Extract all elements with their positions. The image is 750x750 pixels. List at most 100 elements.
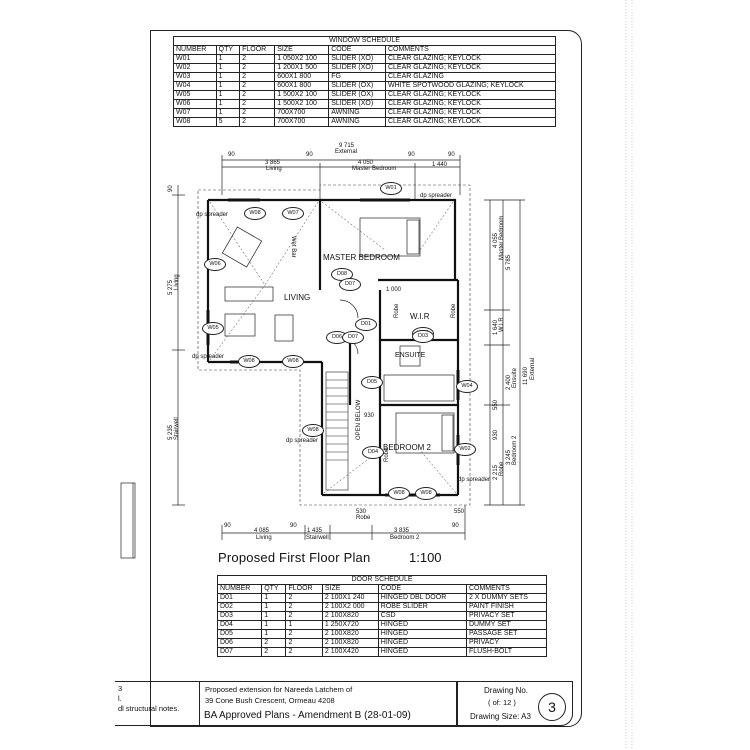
window-tag-w08-d: W08: [302, 424, 324, 437]
window-tag-w08-e: W08: [388, 487, 410, 500]
col-number: NUMBER: [216, 584, 263, 594]
door-schedule-cell: 2: [285, 593, 323, 603]
door-schedule-cell: HINGED: [377, 620, 467, 630]
door-schedule-cell: 2: [285, 629, 323, 639]
dim-stair-left-sub: Stairwell: [174, 417, 180, 440]
door-schedule-cell: 2 100X2 000: [321, 602, 379, 612]
dim-bed2-bottom: 3 835: [394, 528, 410, 534]
dim-550-right: 550: [493, 399, 499, 410]
door-tag-d05: D05: [361, 376, 383, 389]
door-schedule-table: DOOR SCHEDULE NUMBER QTY FLOOR SIZE CODE…: [216, 575, 548, 657]
door-schedule-cell: 1: [285, 620, 323, 630]
dim-90c: 90: [408, 152, 415, 158]
dim-90-left: 90: [168, 185, 174, 192]
label-robe-3: Robe: [384, 447, 390, 462]
left-fragment-1: 3: [118, 684, 123, 693]
door-tag-d07-a: D07: [339, 278, 361, 291]
plan-title: Proposed First Floor Plan: [218, 550, 371, 565]
dim-930-right: 930: [493, 429, 499, 440]
drawing-size: Drawing Size: A3: [470, 712, 531, 721]
window-schedule-cell: 700X700: [274, 117, 330, 127]
room-master-bedroom: MASTER BEDROOM: [323, 253, 400, 262]
door-schedule-cell: PAINT FINISH: [465, 602, 548, 612]
right-edge-lines: [625, 0, 633, 750]
window-tag-w02: W02: [454, 443, 476, 456]
dim-overall-sub: External: [335, 149, 358, 155]
door-schedule-cell: 2 100X1 240: [321, 593, 379, 603]
door-schedule-cell: D06: [216, 638, 263, 648]
eave-line: [197, 184, 471, 506]
window-schedule-cell: 5: [215, 117, 241, 127]
dim-ens-right-sub: Ensuite: [512, 367, 518, 388]
window-tag-w08-b: W08: [238, 355, 260, 368]
col-qty: QTY: [261, 584, 287, 594]
door-schedule-cell: 2 100X820: [321, 611, 379, 621]
label-open-below: OPEN BELOW: [356, 399, 362, 440]
door-schedule-cell: 2: [285, 602, 323, 612]
door-schedule-cell: PRIVACY: [465, 638, 548, 648]
door-schedule-header: NUMBER QTY FLOOR SIZE CODE COMMENTS: [216, 584, 548, 594]
door-schedule-cell: HINGED: [377, 647, 467, 657]
room-living: LIVING: [284, 293, 311, 302]
door-schedule-cell: HINGED DBL DOOR: [377, 593, 467, 603]
title-block-project: [199, 681, 458, 726]
dim-robe-bottom-sub: Robe: [356, 515, 371, 521]
window-schedule-cell: CLEAR GLAZING; KEYLOCK: [384, 117, 557, 127]
room-ensuite: ENSUITE: [395, 352, 426, 359]
dim-living-bottom-sub: Living: [256, 535, 272, 541]
dim-90d: 90: [448, 152, 455, 158]
label-dp-spreader-3: dp spreader: [192, 354, 225, 360]
door-schedule-cell: DUMMY SET: [465, 620, 548, 630]
window-schedule-table: WINDOW SCHEDULE NUMBER QTY FLOOR SIZE CO…: [173, 36, 557, 127]
label-wet-bar: Wet Bar: [290, 236, 296, 258]
dim-overall: 9 715: [339, 143, 355, 149]
label-dp-spreader-4: dp spreader: [286, 438, 319, 444]
door-schedule-cell: 2 100X420: [321, 647, 379, 657]
dim-robe-bottom: 530: [356, 509, 367, 515]
door-schedule-cell: 1: [261, 611, 287, 621]
door-schedule-cell: 2 100X820: [321, 629, 379, 639]
door-schedule-cell: PASSAGE SET: [465, 629, 548, 639]
dim-90-bottom-c: 90: [452, 523, 459, 529]
dim-90b: 90: [306, 152, 313, 158]
door-schedule-cell: CSD: [377, 611, 467, 621]
door-schedule-cell: D04: [216, 620, 263, 630]
window-tag-w01: W01: [380, 182, 402, 195]
left-fragment-2: l.: [118, 694, 122, 703]
door-tag-d04: D04: [362, 446, 384, 459]
dim-living-bottom: 4 085: [254, 528, 270, 534]
project-line-1: Proposed extension for Nareeda Latchem o…: [205, 685, 353, 694]
door-tag-d01: D01: [355, 318, 377, 331]
window-tag-w08-c: W08: [282, 355, 304, 368]
dim-stair-bottom: 1 435: [307, 528, 323, 534]
dim-bed2-bottom-sub: Bedroom 2: [390, 535, 420, 541]
sheet-border: [150, 30, 582, 727]
dim-90-bottom-b: 90: [290, 523, 297, 529]
door-schedule-title: DOOR SCHEDULE: [217, 575, 547, 585]
drawing-no-label: Drawing No.: [484, 686, 529, 695]
door-schedule-cell: 2 X DUMMY SETS: [465, 593, 548, 603]
col-size: SIZE: [321, 584, 379, 594]
dim-master-top-sub: Master Bedroom: [352, 166, 397, 172]
drawing-of: ( of: 12 ): [488, 698, 516, 707]
door-schedule-cell: D07: [216, 647, 263, 657]
label-dp-spreader-5: dp spreader: [458, 477, 491, 483]
door-schedule-cell: D05: [216, 629, 263, 639]
dim-master-top: 4 050: [358, 160, 374, 166]
dim-living-top: 3 865: [265, 160, 281, 166]
door-schedule-cell: HINGED: [377, 638, 467, 648]
dim-living-top-sub: Living: [266, 166, 282, 172]
window-tag-w04: W04: [456, 380, 478, 393]
dim-master-right-sub: Master Bedroom: [499, 215, 505, 260]
door-tag-d03: D03: [412, 330, 434, 343]
title-block-drawing: [456, 681, 573, 726]
room-wir: W.I.R: [410, 312, 430, 321]
door-schedule-cell: 2: [285, 611, 323, 621]
